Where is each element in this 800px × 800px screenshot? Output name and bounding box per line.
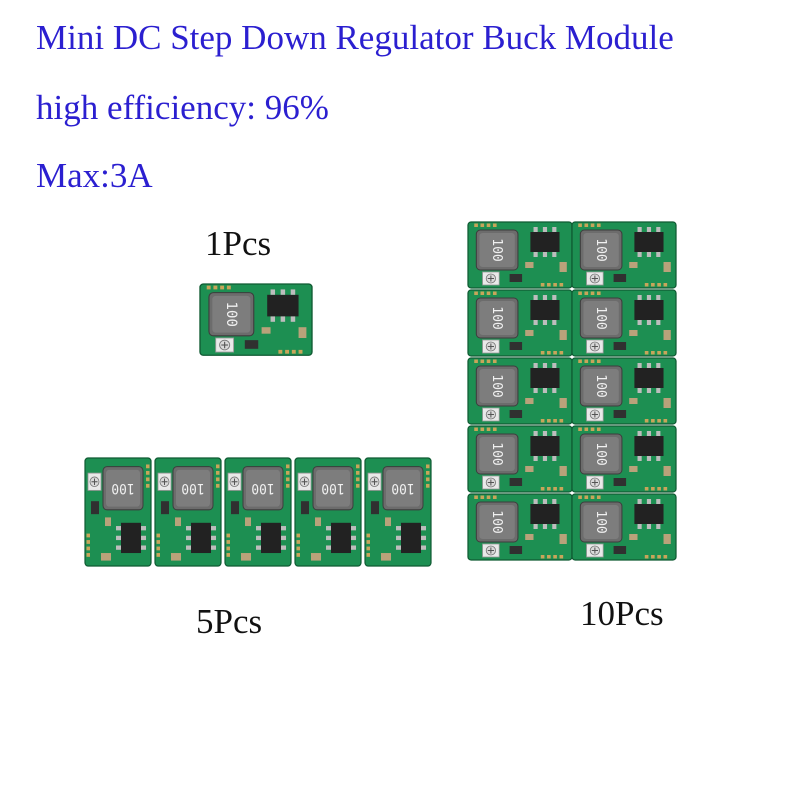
buck-module-board: 100 xyxy=(467,221,573,289)
buck-module-board: 100 xyxy=(199,283,313,356)
inductor-marking: 100 xyxy=(489,374,504,397)
buck-module-board: 100 xyxy=(467,357,573,425)
group-1pcs: 100 xyxy=(199,283,313,356)
buck-module-board: 100 xyxy=(294,457,362,567)
buck-module-board: 100 xyxy=(154,457,222,567)
buck-module-board: 100 xyxy=(364,457,432,567)
group-10pcs: 100 100 100 100 100 100 100 100 100 100 xyxy=(467,221,677,561)
buck-module-board: 100 xyxy=(467,493,573,561)
group-5pcs: 100 100 100 100 100 xyxy=(84,457,432,567)
inductor-marking: 100 xyxy=(593,510,608,533)
inductor-marking: 100 xyxy=(251,480,274,497)
buck-module-board: 100 xyxy=(571,289,677,357)
inductor-marking: 100 xyxy=(593,374,608,397)
inductor-marking: 100 xyxy=(181,480,204,497)
group-label-5pcs: 5Pcs xyxy=(196,602,263,641)
inductor-marking: 100 xyxy=(489,442,504,465)
inductor-marking: 100 xyxy=(223,302,239,327)
inductor-marking: 100 xyxy=(593,306,608,329)
group-label-1pcs: 1Pcs xyxy=(205,224,272,263)
inductor-marking: 100 xyxy=(489,306,504,329)
inductor-marking: 100 xyxy=(391,480,414,497)
buck-module-board: 100 xyxy=(467,425,573,493)
inductor-marking: 100 xyxy=(111,480,134,497)
product-title: Mini DC Step Down Regulator Buck Module xyxy=(36,18,674,57)
inductor-marking: 100 xyxy=(593,238,608,261)
group-label-10pcs: 10Pcs xyxy=(580,594,664,633)
buck-module-board: 100 xyxy=(571,493,677,561)
buck-module-board: 100 xyxy=(224,457,292,567)
buck-module-board: 100 xyxy=(467,289,573,357)
inductor-marking: 100 xyxy=(593,442,608,465)
inductor-marking: 100 xyxy=(489,238,504,261)
buck-module-board: 100 xyxy=(571,357,677,425)
inductor-marking: 100 xyxy=(489,510,504,533)
buck-module-board: 100 xyxy=(571,425,677,493)
max-current-spec: Max:3A xyxy=(36,156,153,195)
efficiency-spec: high efficiency: 96% xyxy=(36,88,329,127)
buck-module-board: 100 xyxy=(84,457,152,567)
buck-module-board: 100 xyxy=(571,221,677,289)
inductor-marking: 100 xyxy=(321,480,344,497)
